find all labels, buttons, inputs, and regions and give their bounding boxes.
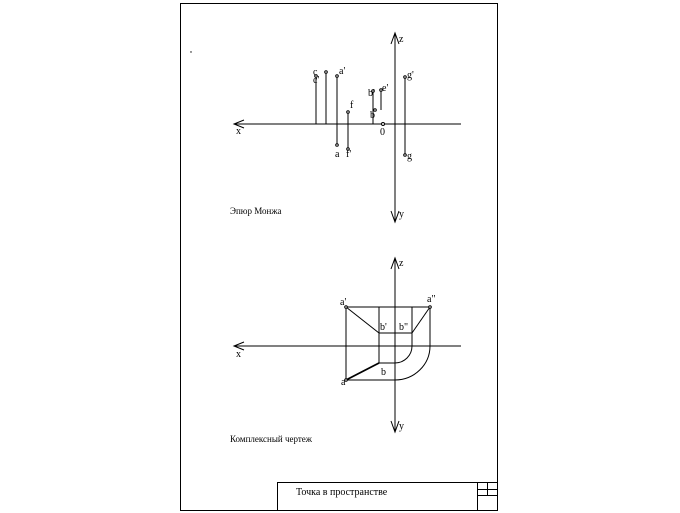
lower-y-label: y: [399, 421, 404, 432]
f-prime-label: f': [346, 149, 351, 160]
upper-origin-label: 0: [380, 127, 385, 138]
a-point: [335, 143, 339, 147]
b-label: b: [370, 110, 375, 121]
g-label: g: [407, 151, 412, 162]
title-block-frame: [277, 482, 498, 511]
e-prime-label: e': [382, 83, 388, 94]
lower-x-label: x: [236, 349, 241, 360]
lower-x-arrow: [232, 341, 245, 351]
b-label-2: b: [381, 367, 386, 378]
a-point-2: [344, 378, 348, 382]
c-point: [314, 74, 318, 78]
f-label: f: [350, 100, 354, 111]
b-double-prime-label: b": [399, 322, 408, 333]
g-prime-point: [403, 75, 407, 79]
b-prime-label-2: b': [380, 322, 387, 333]
title-block-title: Точка в пространстве: [296, 487, 388, 498]
c-prime-point: [324, 70, 328, 74]
a-double-prime-label: a": [427, 294, 436, 305]
lower-z-arrow: [390, 256, 400, 270]
c-prime-label: c': [313, 75, 319, 86]
a2-b2-line: [411, 306, 431, 334]
b-prime-point: [371, 89, 375, 93]
lower-caption: Комплексный чертеж: [230, 434, 313, 444]
sheet-border: [180, 3, 498, 511]
e-prime-point: [379, 88, 383, 92]
a-prime-b-prime-line: [345, 306, 380, 334]
lower-z-label: z: [399, 258, 404, 269]
a-prime-label-2: a': [340, 297, 346, 308]
b-point: [373, 108, 377, 112]
b-transfer-arc: [394, 345, 413, 364]
g-point: [403, 153, 407, 157]
a-prime-label: a': [339, 66, 345, 77]
g-prime-label: g': [407, 70, 414, 81]
upper-diagram: x z y 0 c c' a' a f f' b' e': [230, 31, 461, 224]
a-transfer-arc: [394, 345, 431, 381]
f-prime-point: [346, 147, 350, 151]
upper-origin-point: [381, 122, 385, 126]
upper-y-arrow: [390, 210, 400, 224]
b-prime-label: b': [368, 88, 375, 99]
a-label-2: a: [341, 377, 346, 388]
a-prime-point: [335, 74, 339, 78]
upper-z-label: z: [399, 34, 404, 45]
f-point: [346, 110, 350, 114]
upper-y-label: y: [399, 209, 404, 220]
upper-x-label: x: [236, 126, 241, 137]
a-b-line: [345, 362, 380, 381]
upper-z-arrow: [390, 31, 400, 45]
lower-diagram: x z y a' a" b' b" a b Комплексный чертеж: [230, 256, 461, 444]
c-proj-label: c: [313, 67, 318, 78]
corner-dot: [190, 51, 192, 53]
a-prime-point-2: [344, 305, 348, 309]
title-block: Точка в пространстве: [277, 482, 498, 511]
upper-caption: Эпюр Монжа: [230, 206, 282, 216]
upper-x-arrow: [232, 119, 245, 129]
a-double-prime-point: [428, 305, 432, 309]
a-label: a: [335, 149, 340, 160]
lower-y-arrow: [390, 420, 400, 434]
